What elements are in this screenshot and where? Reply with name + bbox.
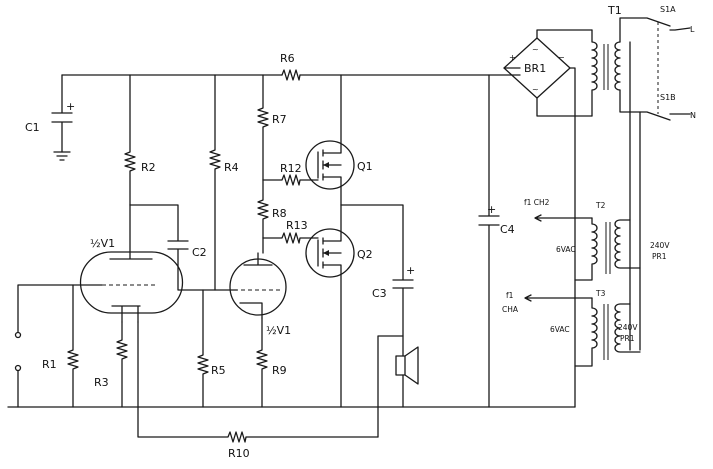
t2-secondary-voltage: 6VAC bbox=[556, 245, 576, 254]
resistor-r5: R5 bbox=[197, 289, 226, 408]
r6-label: R6 bbox=[280, 52, 295, 65]
r5-label: R5 bbox=[211, 364, 226, 377]
triode-v1b: ½V1 bbox=[229, 252, 291, 408]
resistor-r6: R6 bbox=[280, 52, 301, 81]
input-terminals[interactable] bbox=[14, 284, 103, 408]
capacitor-c4: + C4 bbox=[478, 74, 515, 408]
capacitor-c2: C2 bbox=[129, 204, 238, 291]
s1b-label: S1B bbox=[660, 93, 676, 102]
triode-v1a: ½V1 bbox=[79, 204, 184, 408]
mosfet-q1: Q1 bbox=[305, 74, 373, 206]
v1a-label: ½V1 bbox=[90, 237, 115, 250]
r9-label: R9 bbox=[272, 364, 287, 377]
r2-label: R2 bbox=[141, 161, 156, 174]
v1b-label: ½V1 bbox=[266, 324, 291, 337]
r4-label: R4 bbox=[224, 161, 239, 174]
c1-label: C1 bbox=[25, 121, 40, 134]
mosfet-q2: Q2 bbox=[305, 204, 373, 408]
r10-label: R10 bbox=[228, 447, 250, 460]
ch2-heater-label: f1 CH2 bbox=[524, 198, 550, 207]
c3-plus-sign: + bbox=[406, 264, 415, 277]
primary-feed-rails bbox=[629, 41, 641, 351]
r3-label: R3 bbox=[94, 376, 109, 389]
q2-label: Q2 bbox=[357, 248, 373, 261]
capacitor-c3: + C3 bbox=[340, 204, 415, 337]
mains-switch-s1[interactable]: S1A L S1B N bbox=[619, 5, 696, 121]
r12-label: R12 bbox=[280, 162, 302, 175]
t2-primary-voltage: 240V bbox=[650, 241, 670, 250]
c1-plus-sign: + bbox=[66, 100, 75, 113]
s1b-neutral: N bbox=[690, 111, 696, 120]
t2-primary-label: PR1 bbox=[652, 252, 667, 261]
br1-ac-top: ~ bbox=[532, 45, 539, 54]
br1-plus: + bbox=[509, 53, 516, 62]
resistor-r4: R4 bbox=[209, 74, 239, 291]
s1a-live: L bbox=[690, 25, 695, 34]
c4-label: C4 bbox=[500, 223, 515, 236]
resistor-r1: R1 bbox=[42, 284, 79, 408]
resistor-r12: R12 bbox=[262, 162, 313, 186]
resistor-r7: R7 bbox=[257, 74, 287, 181]
br1-label: BR1 bbox=[524, 62, 546, 75]
resistor-r13: R13 bbox=[262, 219, 313, 244]
c4-plus-sign: + bbox=[487, 203, 496, 216]
t3-secondary-voltage: 6VAC bbox=[550, 325, 570, 334]
r1-label: R1 bbox=[42, 358, 57, 371]
transformer-t2: T2 f1 CH2 6VAC 240V PR1 bbox=[524, 198, 670, 281]
r7-label: R7 bbox=[272, 113, 287, 126]
r13-label: R13 bbox=[286, 219, 308, 232]
resistor-r2: R2 bbox=[124, 74, 156, 206]
t3-primary-label: PR1 bbox=[620, 334, 635, 343]
c2-label: C2 bbox=[192, 246, 207, 259]
capacitor-c1: + C1 bbox=[25, 74, 75, 161]
cha-heater-label: CHA bbox=[502, 305, 519, 314]
q1-label: Q1 bbox=[357, 160, 373, 173]
loudspeaker bbox=[377, 335, 419, 438]
resistor-r10: R10 bbox=[137, 321, 379, 460]
bridge-rectifier-br1: BR1 ~ ~ + − bbox=[503, 29, 593, 408]
transformer-t3: T3 f1 CHA 6VAC 240V PR1 bbox=[502, 289, 641, 367]
cha-heater-f1: f1 bbox=[506, 291, 514, 300]
br1-ac-bottom: ~ bbox=[532, 85, 539, 94]
resistor-r8: R8 bbox=[257, 179, 287, 239]
t1-label: T1 bbox=[607, 4, 622, 17]
br1-minus: − bbox=[558, 53, 565, 62]
s1a-label: S1A bbox=[660, 5, 676, 14]
transformer-t1: T1 bbox=[591, 4, 622, 117]
c3-label: C3 bbox=[372, 287, 387, 300]
r8-label: R8 bbox=[272, 207, 287, 220]
t3-primary-voltage: 240V bbox=[618, 323, 638, 332]
t3-label: T3 bbox=[595, 289, 606, 298]
t2-label: T2 bbox=[595, 201, 606, 210]
